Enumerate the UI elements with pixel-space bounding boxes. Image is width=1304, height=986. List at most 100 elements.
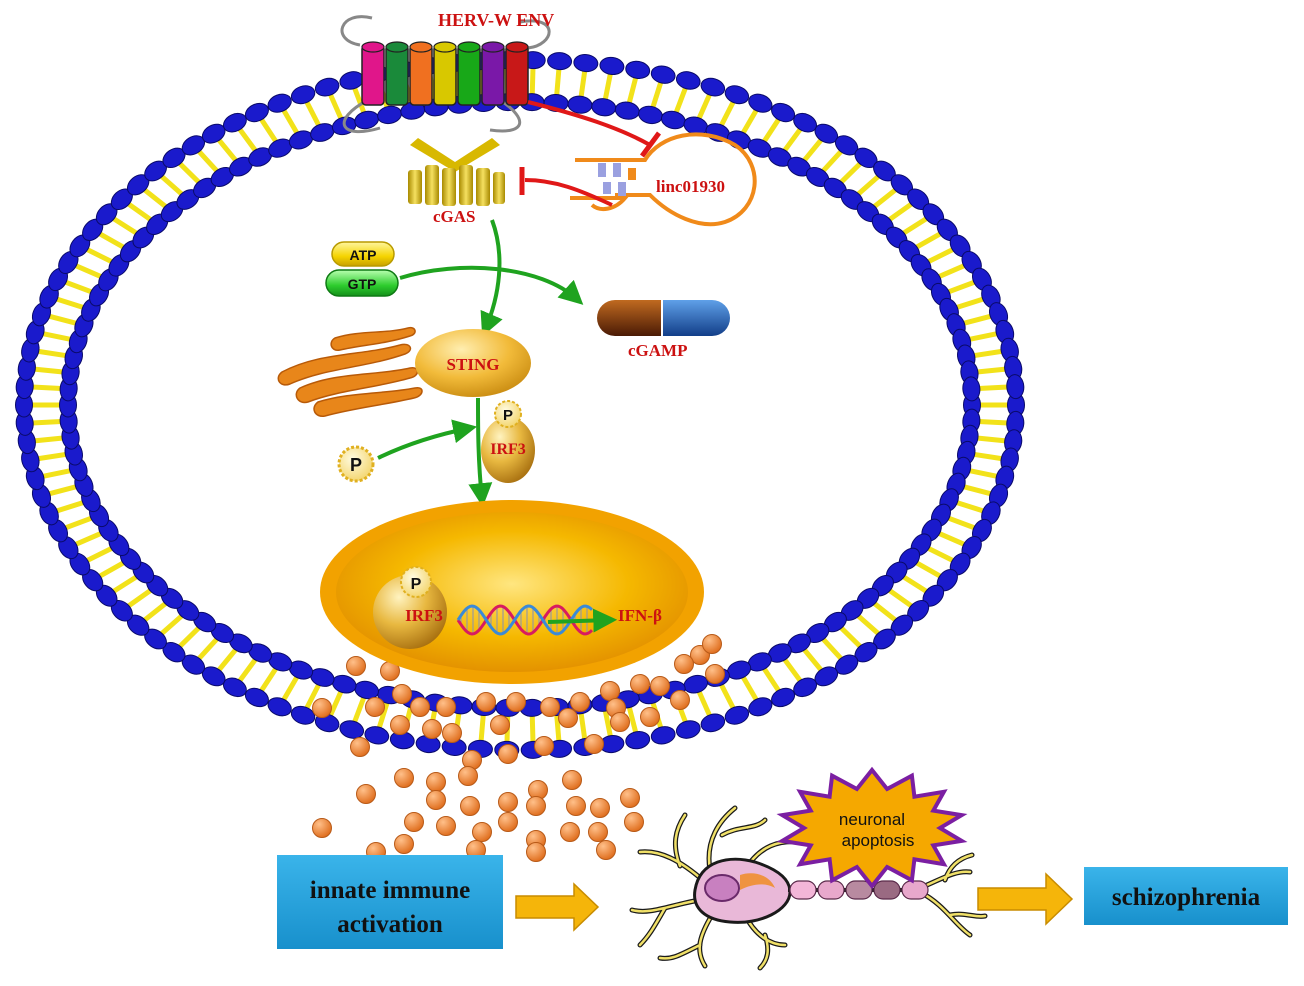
cytokine-dot <box>588 822 608 842</box>
innate-line2: activation <box>337 911 443 938</box>
receptor-helix-top <box>361 41 385 53</box>
cytokine-dot <box>562 770 582 790</box>
inhibit-herv-linc <box>527 100 651 147</box>
cytokine-dot <box>390 715 410 735</box>
svg-text:P: P <box>503 407 513 424</box>
cytokine-dot <box>590 798 610 818</box>
svg-text:ATP: ATP <box>350 247 377 263</box>
cytokine-dot <box>570 692 590 712</box>
cytokine-dot <box>392 684 412 704</box>
lipid-head <box>267 697 292 717</box>
lipid-head <box>314 713 340 733</box>
lipid-head <box>650 726 676 745</box>
irf3-cytoplasm: P <box>481 400 535 483</box>
cytokine-dot <box>404 812 424 832</box>
lipid-head <box>364 726 390 745</box>
lipid-head <box>771 687 796 708</box>
cytokine-dot <box>460 796 480 816</box>
cytokine-dot <box>498 744 518 764</box>
arrow-dna-ifn <box>547 608 618 633</box>
lipid-head <box>314 77 340 97</box>
receptor-icon <box>340 15 551 134</box>
lipid-head <box>591 98 617 117</box>
cytokine-dot <box>350 737 370 757</box>
arrow-p-irf3 <box>377 419 478 460</box>
lipid-head <box>748 697 773 717</box>
lipid-head <box>1006 374 1025 400</box>
lipid-head <box>244 687 269 708</box>
sting-protein <box>415 329 531 397</box>
receptor-helix <box>505 44 529 106</box>
lncrna-icon <box>570 132 757 227</box>
dna-strand <box>456 604 594 636</box>
lipid-head <box>625 731 651 750</box>
cytokine-dot <box>674 654 694 674</box>
cytokine-dot <box>312 818 332 838</box>
receptor-helix <box>361 44 385 106</box>
myelin-segment <box>901 880 929 900</box>
receptor-helix-top <box>409 41 433 53</box>
lipid-head <box>675 71 701 90</box>
lipid-head <box>339 720 365 739</box>
cytokine-dot <box>526 796 546 816</box>
cytokine-dot <box>410 697 430 717</box>
lipid-head <box>244 102 269 123</box>
lipid-head <box>567 95 593 114</box>
svg-text:P: P <box>411 576 422 593</box>
inhibit-linc-cgas <box>524 178 613 207</box>
cytokine-dot <box>534 736 554 756</box>
cytokine-dot <box>526 842 546 862</box>
lipid-head <box>748 93 773 113</box>
cytokine-dot <box>558 708 578 728</box>
nucleus <box>320 500 704 684</box>
cytokine-dot <box>312 698 332 718</box>
receptor-helix-top <box>385 41 409 53</box>
cytokine-dot <box>356 784 376 804</box>
lipid-head <box>625 60 651 79</box>
innate-immune-box: innate immune activation <box>277 855 503 949</box>
cytokine-dot <box>346 656 366 676</box>
flow-arrow-2 <box>977 872 1074 926</box>
myelin-segment <box>789 880 817 900</box>
ifn-label: IFN-β <box>618 606 662 625</box>
phosphate-free: P <box>337 445 375 483</box>
cytokine-dot <box>476 692 496 712</box>
cgas-label: cGAS <box>433 207 476 226</box>
cytokine-dot <box>620 788 640 808</box>
lipid-head <box>650 65 676 84</box>
cytokine-dot <box>472 822 492 842</box>
golgi-icon <box>277 326 423 417</box>
myelin-segment <box>817 880 845 900</box>
gtp-pill: GTP <box>325 269 399 297</box>
cytokine-dot <box>650 676 670 696</box>
cytokine-dot <box>436 816 456 836</box>
cytokine-dot <box>490 715 510 735</box>
arrow-sting-nucleus <box>468 397 493 508</box>
lipid-head <box>573 54 599 73</box>
lipid-head <box>700 713 726 733</box>
cytokine-dot <box>596 840 616 860</box>
cytokine-dot <box>422 719 442 739</box>
lipid-head <box>290 85 316 105</box>
apoptosis-line1: neuronal <box>839 810 905 829</box>
receptor-helix-top <box>505 41 529 53</box>
flow-arrow-1 <box>515 882 600 932</box>
myelin-segment <box>873 880 901 900</box>
lipid-head <box>700 77 726 97</box>
inhibit-bar-1 <box>639 131 662 158</box>
lipid-head <box>771 102 796 123</box>
lipid-head <box>377 105 402 125</box>
cytokine-dot <box>600 681 620 701</box>
cytokine-dot <box>584 734 604 754</box>
arrow-gtp-cgamp <box>399 265 584 305</box>
lipid-head <box>661 110 686 130</box>
receptor-helix <box>409 44 433 106</box>
cytokine-dot <box>442 723 462 743</box>
svg-text:P: P <box>350 455 362 475</box>
lipid-head <box>724 85 750 105</box>
cytokine-dot <box>394 768 414 788</box>
receptor-helix <box>433 44 457 106</box>
lipid-head <box>331 674 357 694</box>
receptor-helix-top <box>457 41 481 53</box>
